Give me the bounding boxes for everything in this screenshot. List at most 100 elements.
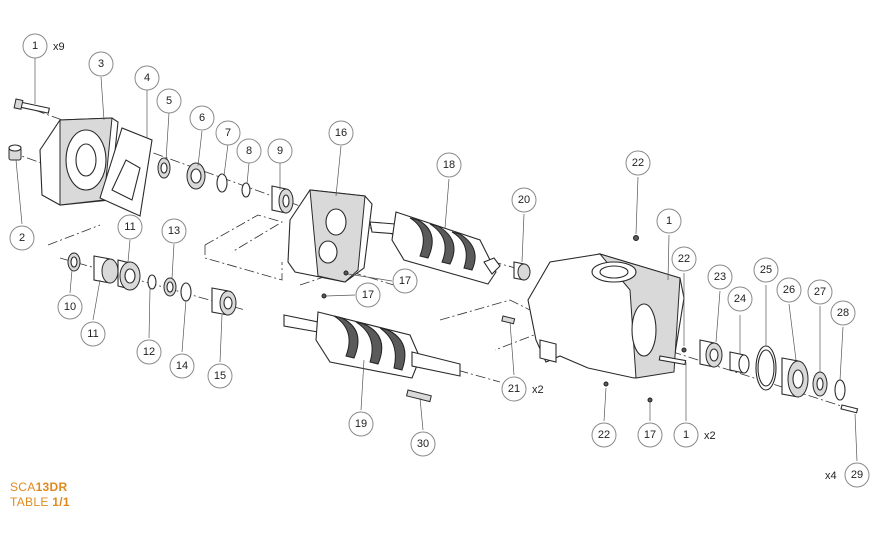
callout-number: 28 — [837, 307, 849, 319]
callout-circle — [267, 138, 293, 164]
callout-circle — [328, 120, 354, 146]
callout-circle — [117, 214, 143, 240]
callout-9: 9 — [267, 138, 293, 164]
callout-number: 14 — [176, 360, 188, 372]
callout-number: 1 — [32, 40, 38, 52]
callout-number: 15 — [214, 370, 226, 382]
callout-1: 1 — [656, 208, 682, 234]
callout-number: 17 — [644, 429, 656, 441]
callout-circle — [9, 225, 35, 251]
callout-circle — [22, 33, 48, 59]
callout-number: 19 — [355, 418, 367, 430]
callout-circle — [236, 138, 262, 164]
callout-number: 6 — [199, 112, 205, 124]
callout-number: 30 — [417, 438, 429, 450]
model-code: SCA13DR — [10, 480, 67, 494]
callout-circle — [591, 422, 617, 448]
callout-number: 20 — [518, 194, 530, 206]
callout-3: 3 — [88, 51, 114, 77]
callout-17: 17 — [355, 282, 381, 308]
callout-number: 27 — [814, 286, 826, 298]
callout-quantity: x2 — [704, 430, 716, 442]
callout-circle — [656, 208, 682, 234]
callout-26: 26 — [776, 277, 802, 303]
callout-quantity: x4 — [825, 470, 837, 482]
callout-circle — [807, 279, 833, 305]
callout-8: 8 — [236, 138, 262, 164]
pin-part-30 — [405, 389, 432, 403]
end-cover-part-3 — [39, 117, 119, 206]
callout-number: 16 — [335, 127, 347, 139]
callout-number: 17 — [399, 275, 411, 287]
callout-27: 27 — [807, 279, 833, 305]
callout-number: 1 — [683, 429, 689, 441]
callout-number: 1 — [666, 215, 672, 227]
callout-14: 14 — [169, 353, 195, 379]
callout-22: 22 — [625, 150, 651, 176]
callout-16: 16 — [328, 120, 354, 146]
callout-circle — [673, 422, 699, 448]
callout-number: 13 — [168, 225, 180, 237]
callout-number: 22 — [598, 429, 610, 441]
callout-circle — [625, 150, 651, 176]
callout-10: 10 — [57, 294, 83, 320]
callout-number: 26 — [783, 284, 795, 296]
model-number: 13DR — [35, 480, 68, 494]
callout-circle — [410, 431, 436, 457]
callout-23: 23 — [707, 264, 733, 290]
callout-circle — [161, 218, 187, 244]
main-casing — [527, 253, 685, 379]
leader-lines — [15, 57, 858, 462]
callout-circle — [392, 268, 418, 294]
callout-quantity: x2 — [532, 384, 544, 396]
callout-number: 11 — [87, 328, 98, 340]
callout-25: 25 — [753, 257, 779, 283]
gasket-part-4 — [99, 127, 153, 217]
callout-12: 12 — [136, 339, 162, 365]
callout-20: 20 — [511, 187, 537, 213]
bearing-part-20 — [513, 261, 531, 281]
callout-number: 5 — [166, 95, 172, 107]
callout-circle — [156, 88, 182, 114]
callout-11: 11 — [80, 321, 106, 347]
callout-15: 15 — [207, 363, 233, 389]
callout-number: 25 — [760, 264, 772, 276]
callout-circle — [80, 321, 106, 347]
callout-number: 7 — [225, 127, 231, 139]
callout-circle — [776, 277, 802, 303]
callout-5: 5 — [156, 88, 182, 114]
callout-number: 11 — [124, 221, 135, 233]
plug-part-2 — [8, 144, 22, 161]
callout-number: 23 — [714, 271, 726, 283]
callout-number: 24 — [734, 293, 746, 305]
female-rotor-part-19 — [283, 311, 461, 379]
callout-1: 1 x9 — [22, 33, 65, 59]
callout-circle — [671, 246, 697, 272]
callout-quantity: x9 — [53, 41, 65, 53]
callout-2: 2 — [9, 225, 35, 251]
callout-circle — [136, 339, 162, 365]
callout-circle — [215, 120, 241, 146]
callout-circle — [348, 411, 374, 437]
bearing-housing-part-16 — [287, 189, 373, 283]
callout-number: 2 — [19, 232, 25, 244]
bolt-top-left — [13, 98, 50, 114]
pin-part-21 — [501, 315, 516, 325]
callout-circle — [511, 187, 537, 213]
callout-circle — [355, 282, 381, 308]
callout-17: 17 — [637, 422, 663, 448]
table-number: TABLE 1/1 — [10, 495, 70, 509]
male-rotor-part-18 — [369, 211, 501, 285]
callout-28: 28 — [830, 300, 856, 326]
callout-circle — [501, 376, 527, 402]
callout-number: 9 — [277, 145, 283, 157]
callout-number: 10 — [64, 301, 76, 313]
callout-number: 22 — [632, 157, 644, 169]
callout-1: 1 x2 — [673, 422, 716, 448]
callout-13: 13 — [161, 218, 187, 244]
